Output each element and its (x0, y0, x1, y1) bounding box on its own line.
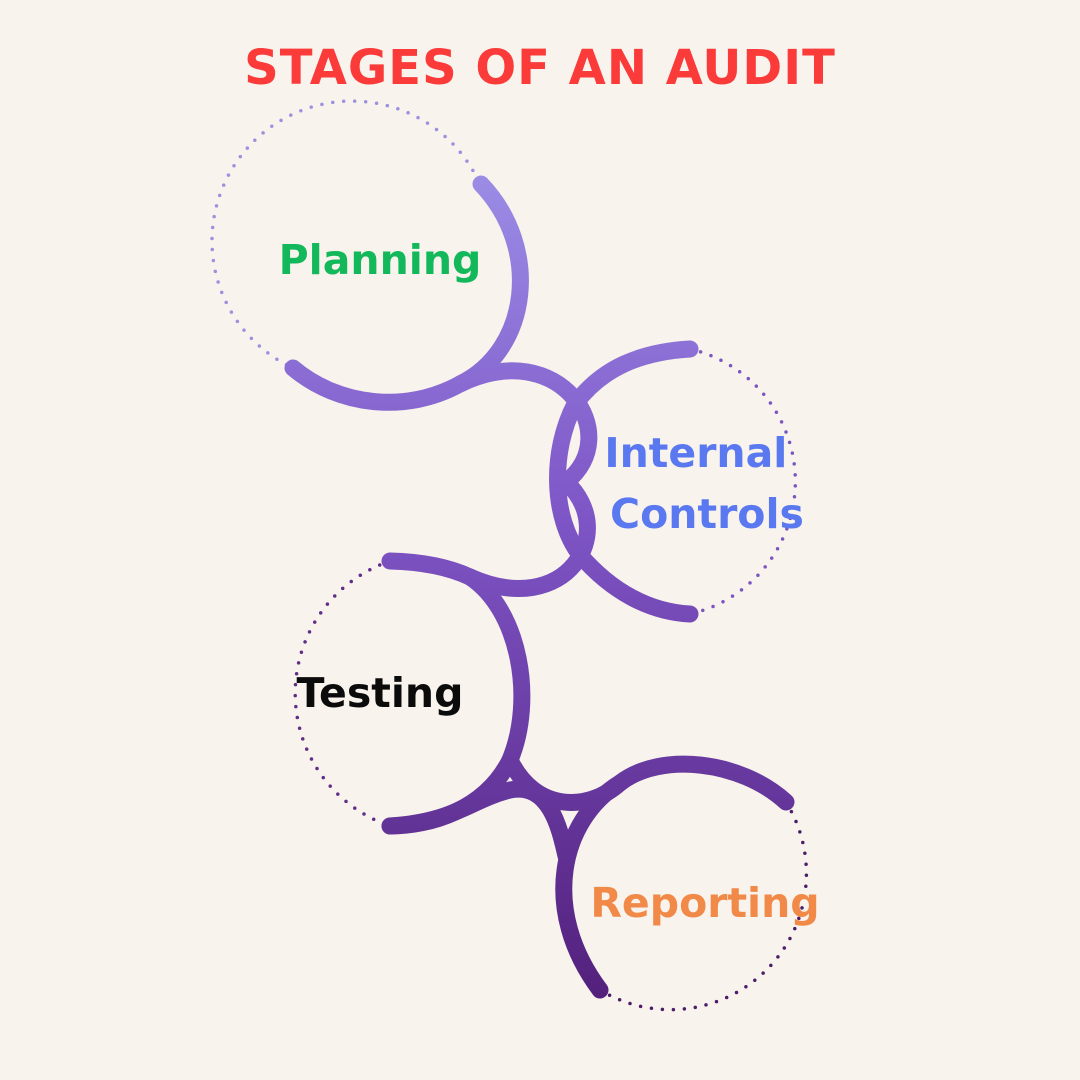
stage-label-testing-line-1: Testing (297, 669, 464, 717)
stage-label-internal-controls-line-2: Controls (610, 490, 804, 538)
stage-planning: Planning (279, 236, 482, 284)
stage-label-internal-controls: Internal Controls (604, 429, 804, 538)
stage-testing: Testing (297, 669, 464, 717)
connector-testing-reporting-link (381, 780, 575, 865)
connector-reporting (555, 755, 795, 999)
dotted-rings (210, 99, 809, 1012)
stage-label-planning-line-1: Planning (279, 236, 482, 284)
stage-label-testing: Testing (297, 669, 464, 717)
stage-reporting: Reporting (590, 879, 819, 927)
connector-path (284, 175, 795, 999)
ring-dotted-reporting (598, 800, 809, 1012)
stage-label-planning: Planning (279, 236, 482, 284)
ring-dotted-internal-controls (688, 347, 798, 616)
ring-dotted-planning (210, 99, 480, 370)
ring-dotted-testing (293, 559, 392, 828)
stage-internal-controls: Internal Controls (604, 429, 804, 538)
stage-label-reporting: Reporting (590, 879, 819, 927)
connector-bridge-2 (461, 473, 596, 597)
page-title: STAGES OF AN AUDIT (244, 40, 836, 96)
stage-label-reporting-line-1: Reporting (590, 879, 819, 927)
stage-label-internal-controls-line-1: Internal (604, 429, 787, 477)
